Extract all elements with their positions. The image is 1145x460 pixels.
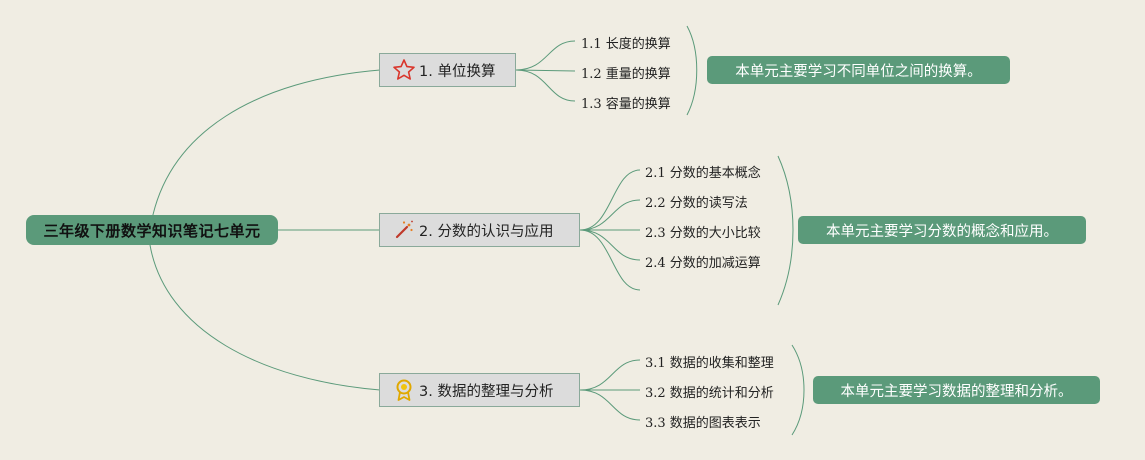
summary-node-3[interactable]: 本单元主要学习数据的整理和分析。 [813, 376, 1100, 404]
connector-b2-leaf-4 [579, 229, 641, 261]
connector-root-branch-1 [149, 69, 381, 231]
leaf-2-1[interactable]: 2.1 分数的基本概念 [645, 162, 761, 181]
leaf-2-3[interactable]: 2.3 分数的大小比较 [645, 222, 761, 241]
connector-b1-leaf-1 [515, 40, 576, 71]
summary-bracket-2 [777, 155, 794, 306]
magic-wand-icon [392, 218, 416, 242]
leaf-3-3[interactable]: 3.3 数据的图表表示 [645, 412, 761, 431]
leaf-label: 2.4 分数的加减运算 [645, 256, 761, 271]
leaf-label: 2.3 分数的大小比较 [645, 226, 761, 241]
connector-b1-leaf-3 [515, 69, 576, 102]
root-node[interactable]: 三年级下册数学知识笔记七单元 [26, 215, 278, 245]
leaf-label: 3.3 数据的图表表示 [645, 416, 761, 431]
leaf-label: 1.2 重量的换算 [581, 67, 671, 82]
summary-label-3: 本单元主要学习数据的整理和分析。 [840, 383, 1073, 400]
summary-bracket-3 [791, 344, 805, 436]
summary-node-1[interactable]: 本单元主要学习不同单位之间的换算。 [707, 56, 1010, 84]
leaf-3-2[interactable]: 3.2 数据的统计和分析 [645, 382, 774, 401]
branch-label-2: 2. 分数的认识与应用 [419, 223, 554, 240]
leaf-1-3[interactable]: 1.3 容量的换算 [581, 93, 671, 112]
branch-label-1: 1. 单位换算 [419, 63, 496, 80]
leaf-2-4[interactable]: 2.4 分数的加减运算 [645, 252, 761, 271]
branch-node-1[interactable]: 1. 单位换算 [379, 53, 516, 87]
leaf-label: 2.2 分数的读写法 [645, 196, 748, 211]
award-medal-icon [392, 378, 416, 402]
branch-node-2[interactable]: 2. 分数的认识与应用 [379, 213, 580, 247]
leaf-3-1[interactable]: 3.1 数据的收集和整理 [645, 352, 774, 371]
connector-b2-leaf-5 [579, 229, 641, 291]
connector-b2-leaf-2 [579, 199, 641, 231]
leaf-label: 2.1 分数的基本概念 [645, 166, 761, 181]
leaf-label: 3.2 数据的统计和分析 [645, 386, 774, 401]
root-label: 三年级下册数学知识笔记七单元 [43, 221, 261, 240]
summary-node-2[interactable]: 本单元主要学习分数的概念和应用。 [798, 216, 1086, 244]
connector-b3-leaf-1 [579, 359, 641, 391]
leaf-1-2[interactable]: 1.2 重量的换算 [581, 63, 671, 82]
connector-b2-leaf-1 [579, 169, 641, 231]
connector-root-branch-3 [149, 244, 381, 391]
summary-bracket-1 [686, 25, 698, 116]
connector-b1-leaf-2 [515, 69, 576, 72]
branch-node-3[interactable]: 3. 数据的整理与分析 [379, 373, 580, 407]
leaf-label: 1.3 容量的换算 [581, 97, 671, 112]
leaf-label: 1.1 长度的换算 [581, 37, 671, 52]
leaf-2-2[interactable]: 2.2 分数的读写法 [645, 192, 748, 211]
star-icon [392, 58, 416, 82]
branch-label-3: 3. 数据的整理与分析 [419, 383, 554, 400]
summary-label-2: 本单元主要学习分数的概念和应用。 [826, 223, 1058, 240]
leaf-label: 3.1 数据的收集和整理 [645, 356, 774, 371]
summary-label-1: 本单元主要学习不同单位之间的换算。 [735, 63, 982, 80]
connector-b3-leaf-3 [579, 389, 641, 421]
leaf-1-1[interactable]: 1.1 长度的换算 [581, 33, 671, 52]
